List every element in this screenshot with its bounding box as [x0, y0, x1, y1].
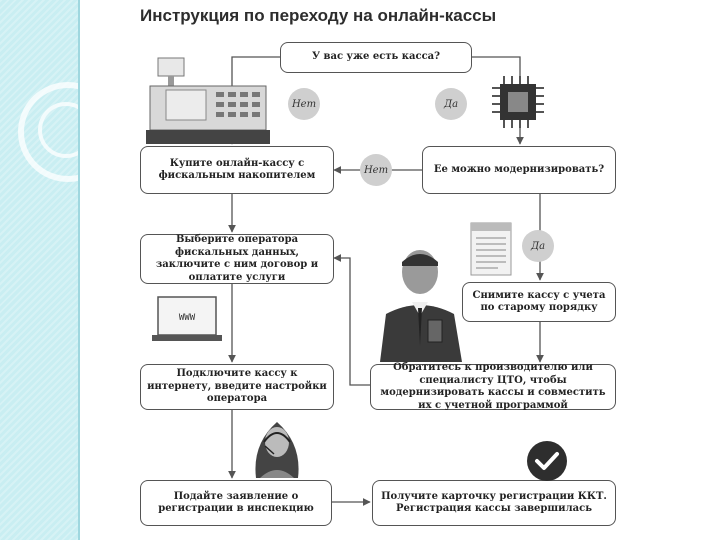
- checkmark-icon: [527, 441, 567, 481]
- document-icon: [470, 222, 512, 276]
- box-connect-internet: Подключите кассу к интернету, введите на…: [140, 364, 334, 410]
- sidebar-edge: [78, 0, 80, 540]
- box-get-card-label: Получите карточку регистрации ККТ. Регис…: [381, 490, 607, 515]
- connector-contact-choose: [333, 254, 370, 386]
- box-buy-kassa: Купите онлайн-кассу с фискальным накопит…: [140, 146, 334, 194]
- cash-register-icon: [146, 57, 270, 144]
- box-contact-specialist-label: Обратитесь к производителю или специалис…: [380, 362, 606, 411]
- label-no-1: Нет: [288, 88, 320, 120]
- label-yes-1: Да: [435, 88, 467, 120]
- box-have-kassa-label: У вас уже есть касса?: [311, 51, 441, 63]
- box-choose-operator-label: Выберите оператора фискальных данных, за…: [155, 234, 319, 283]
- laptop-www-text: WWW: [179, 313, 196, 323]
- box-deregister-label: Снимите кассу с учета по старому порядку: [472, 289, 606, 314]
- box-contact-specialist: Обратитесь к производителю или специалис…: [370, 362, 616, 411]
- box-buy-kassa-label: Купите онлайн-кассу с фискальным накопит…: [158, 157, 316, 182]
- decorative-ring-small: [38, 102, 94, 158]
- box-apply-registration-label: Подайте заявление о регистрации в инспек…: [158, 490, 314, 515]
- box-apply-registration: Подайте заявление о регистрации в инспек…: [140, 480, 332, 526]
- businessman-icon: [380, 250, 462, 362]
- box-can-upgrade-label: Ее можно модернизировать?: [433, 163, 605, 175]
- decorative-sidebar: [0, 0, 118, 540]
- chip-icon: [492, 76, 544, 128]
- box-choose-operator: Выберите оператора фискальных данных, за…: [140, 234, 334, 284]
- page-title: Инструкция по переходу на онлайн-кассы: [140, 6, 497, 25]
- box-can-upgrade: Ее можно модернизировать?: [422, 146, 616, 194]
- box-get-card: Получите карточку регистрации ККТ. Регис…: [372, 480, 616, 526]
- box-deregister: Снимите кассу с учета по старому порядку: [462, 282, 616, 322]
- laptop-icon: WWW: [152, 296, 222, 341]
- label-yes-2: Да: [522, 230, 554, 262]
- label-no-2: Нет: [360, 154, 392, 186]
- operator-headset-icon: [255, 422, 299, 478]
- box-have-kassa: У вас уже есть касса?: [280, 42, 472, 73]
- decorative-ring: [18, 82, 118, 182]
- box-connect-internet-label: Подключите кассу к интернету, введите на…: [147, 368, 327, 405]
